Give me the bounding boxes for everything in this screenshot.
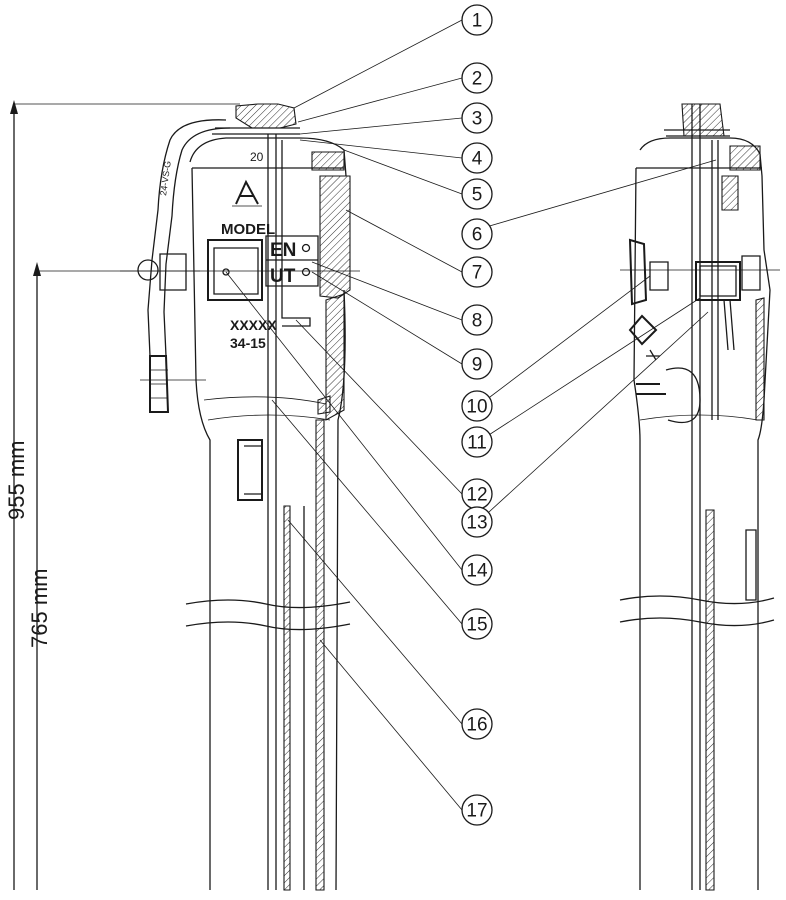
callout-5-number: 5: [472, 185, 483, 206]
right-view: [619, 103, 780, 891]
callout-10-number: 10: [466, 397, 487, 418]
callout-7: 7: [461, 256, 493, 288]
callout-12-number: 12: [466, 485, 487, 506]
callout-3-number: 3: [472, 109, 483, 130]
callout-16-number: 16: [466, 715, 487, 736]
callout-13: 13: [461, 506, 493, 538]
callout-7-number: 7: [472, 263, 483, 284]
callout-5: 5: [461, 178, 493, 210]
callout-13-number: 13: [466, 513, 487, 534]
callout-15: 15: [461, 608, 493, 640]
callout-4: 4: [461, 142, 493, 174]
code-label: XXXXX: [230, 317, 277, 333]
hose-text: 24-VS-G: [158, 160, 173, 196]
callout-17: 17: [461, 794, 493, 826]
top-number: 20: [250, 150, 264, 164]
callout-6: 6: [461, 218, 493, 250]
dimension-overall: 955 mm: [4, 100, 240, 890]
callout-1: 1: [461, 4, 493, 36]
callout-14-number: 14: [466, 561, 488, 582]
model-label: MODEL: [221, 221, 275, 238]
callout-15-number: 15: [466, 615, 487, 636]
callout-4-number: 4: [472, 149, 483, 170]
callout-11: 11: [461, 426, 493, 458]
callout-1-number: 1: [472, 11, 483, 32]
callout-9-number: 9: [472, 355, 483, 376]
callout-2: 2: [461, 62, 493, 94]
callout-11-number: 11: [467, 433, 487, 454]
dimension-centerline: 765 mm: [27, 262, 360, 890]
dimension-centerline-label: 765 mm: [27, 569, 52, 648]
ut-label: UT: [270, 266, 296, 287]
callout-16: 16: [461, 708, 493, 740]
callout-3: 3: [461, 102, 493, 134]
callout-10: 10: [461, 390, 493, 422]
callout-17-number: 17: [466, 801, 487, 822]
left-view: 20 MODEL 24-VS-G EN: [120, 103, 351, 891]
number-label: 34-15: [230, 335, 266, 351]
callout-2-number: 2: [472, 69, 483, 90]
callout-9: 9: [461, 348, 493, 380]
callout-8: 8: [461, 304, 493, 336]
callout-14: 14: [461, 554, 493, 586]
callout-6-number: 6: [472, 225, 483, 246]
en-label: EN: [270, 240, 296, 261]
dimension-overall-label: 955 mm: [4, 441, 29, 520]
callout-8-number: 8: [472, 311, 483, 332]
callout-12: 12: [461, 478, 493, 510]
leader-lines: [225, 19, 717, 811]
